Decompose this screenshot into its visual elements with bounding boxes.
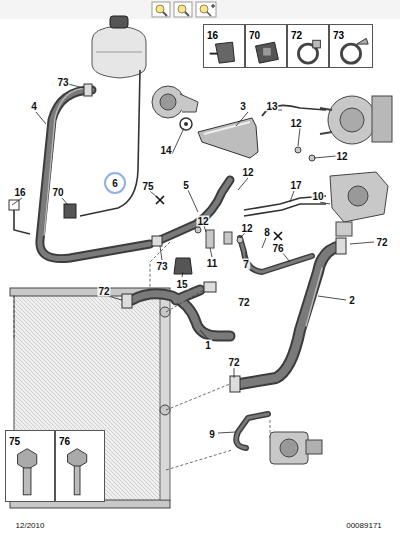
callout-number: 70 bbox=[246, 29, 263, 42]
callout-number: 72 bbox=[237, 297, 250, 308]
callout-number: 16 bbox=[13, 187, 26, 198]
callout-number: 11 bbox=[206, 258, 219, 269]
callout-number: 12 bbox=[335, 151, 348, 162]
callout-number: 14 bbox=[159, 145, 172, 156]
part-inset-box: 72 bbox=[287, 24, 329, 68]
callout-number: 76 bbox=[56, 435, 73, 448]
part-inset-box: 70 bbox=[245, 24, 287, 68]
callout-number: 6 bbox=[111, 178, 119, 189]
callout-number: 75 bbox=[6, 435, 23, 448]
part-inset-box: 76 bbox=[55, 430, 105, 502]
callout-number: 10 bbox=[311, 191, 324, 202]
toolbar bbox=[0, 0, 400, 19]
callout-number: 13 bbox=[265, 101, 278, 112]
callout-number: 12 bbox=[241, 167, 254, 178]
electric-pump bbox=[270, 432, 322, 464]
callout-number: 73 bbox=[330, 29, 347, 42]
callout-number: 8 bbox=[263, 227, 271, 238]
callout-number: 12 bbox=[289, 118, 302, 129]
callout-number: 72 bbox=[227, 357, 240, 368]
footer-note: 00089171 bbox=[345, 520, 383, 531]
callout-number: 1 bbox=[204, 340, 212, 351]
turbocharger bbox=[320, 96, 392, 144]
part-inset-box: 75 bbox=[5, 430, 55, 502]
callout-number: 72 bbox=[375, 237, 388, 248]
callout-number: 2 bbox=[348, 295, 356, 306]
callout-number: 4 bbox=[30, 101, 38, 112]
callout-number: 17 bbox=[289, 180, 302, 191]
callout-number: 72 bbox=[97, 286, 110, 297]
callout-number: 73 bbox=[155, 261, 168, 272]
callout-number: 76 bbox=[271, 243, 284, 254]
water-pump bbox=[152, 86, 198, 130]
callout-number: 72 bbox=[288, 29, 305, 42]
thermostat-housing bbox=[330, 172, 388, 236]
callout-number: 70 bbox=[51, 187, 64, 198]
callout-number: 12 bbox=[240, 223, 253, 234]
part-inset-box: 73 bbox=[329, 24, 373, 68]
callout-number: 3 bbox=[239, 101, 247, 112]
part-inset-box: 16 bbox=[203, 24, 245, 68]
callout-number: 5 bbox=[182, 180, 190, 191]
expansion-tank bbox=[92, 16, 146, 78]
callout-number: 7 bbox=[242, 259, 250, 270]
callout-number: 75 bbox=[141, 181, 154, 192]
callout-number: 9 bbox=[208, 429, 216, 440]
callout-number: 12 bbox=[196, 216, 209, 227]
footer-note: 12/2010 bbox=[15, 520, 46, 531]
callout-number: 16 bbox=[204, 29, 221, 42]
callout-number: 73 bbox=[56, 77, 69, 88]
callout-number: 15 bbox=[175, 279, 188, 290]
